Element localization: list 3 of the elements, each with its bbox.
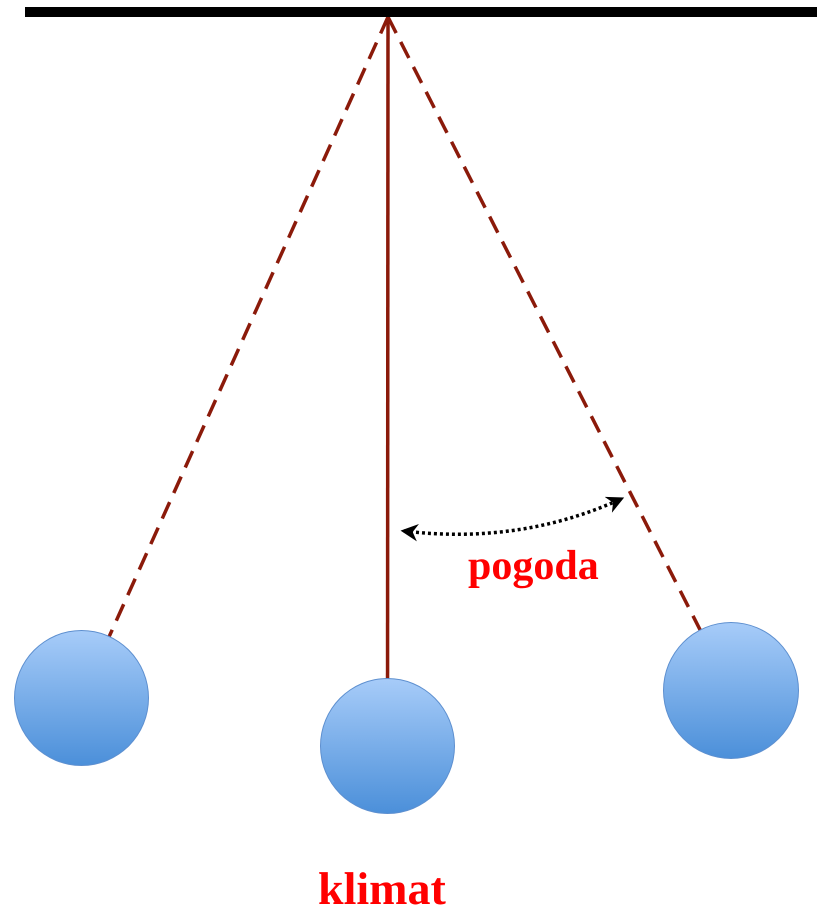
label: pogoda [468, 545, 599, 587]
label: klimat [318, 866, 446, 911]
ceiling-beam [25, 7, 817, 17]
